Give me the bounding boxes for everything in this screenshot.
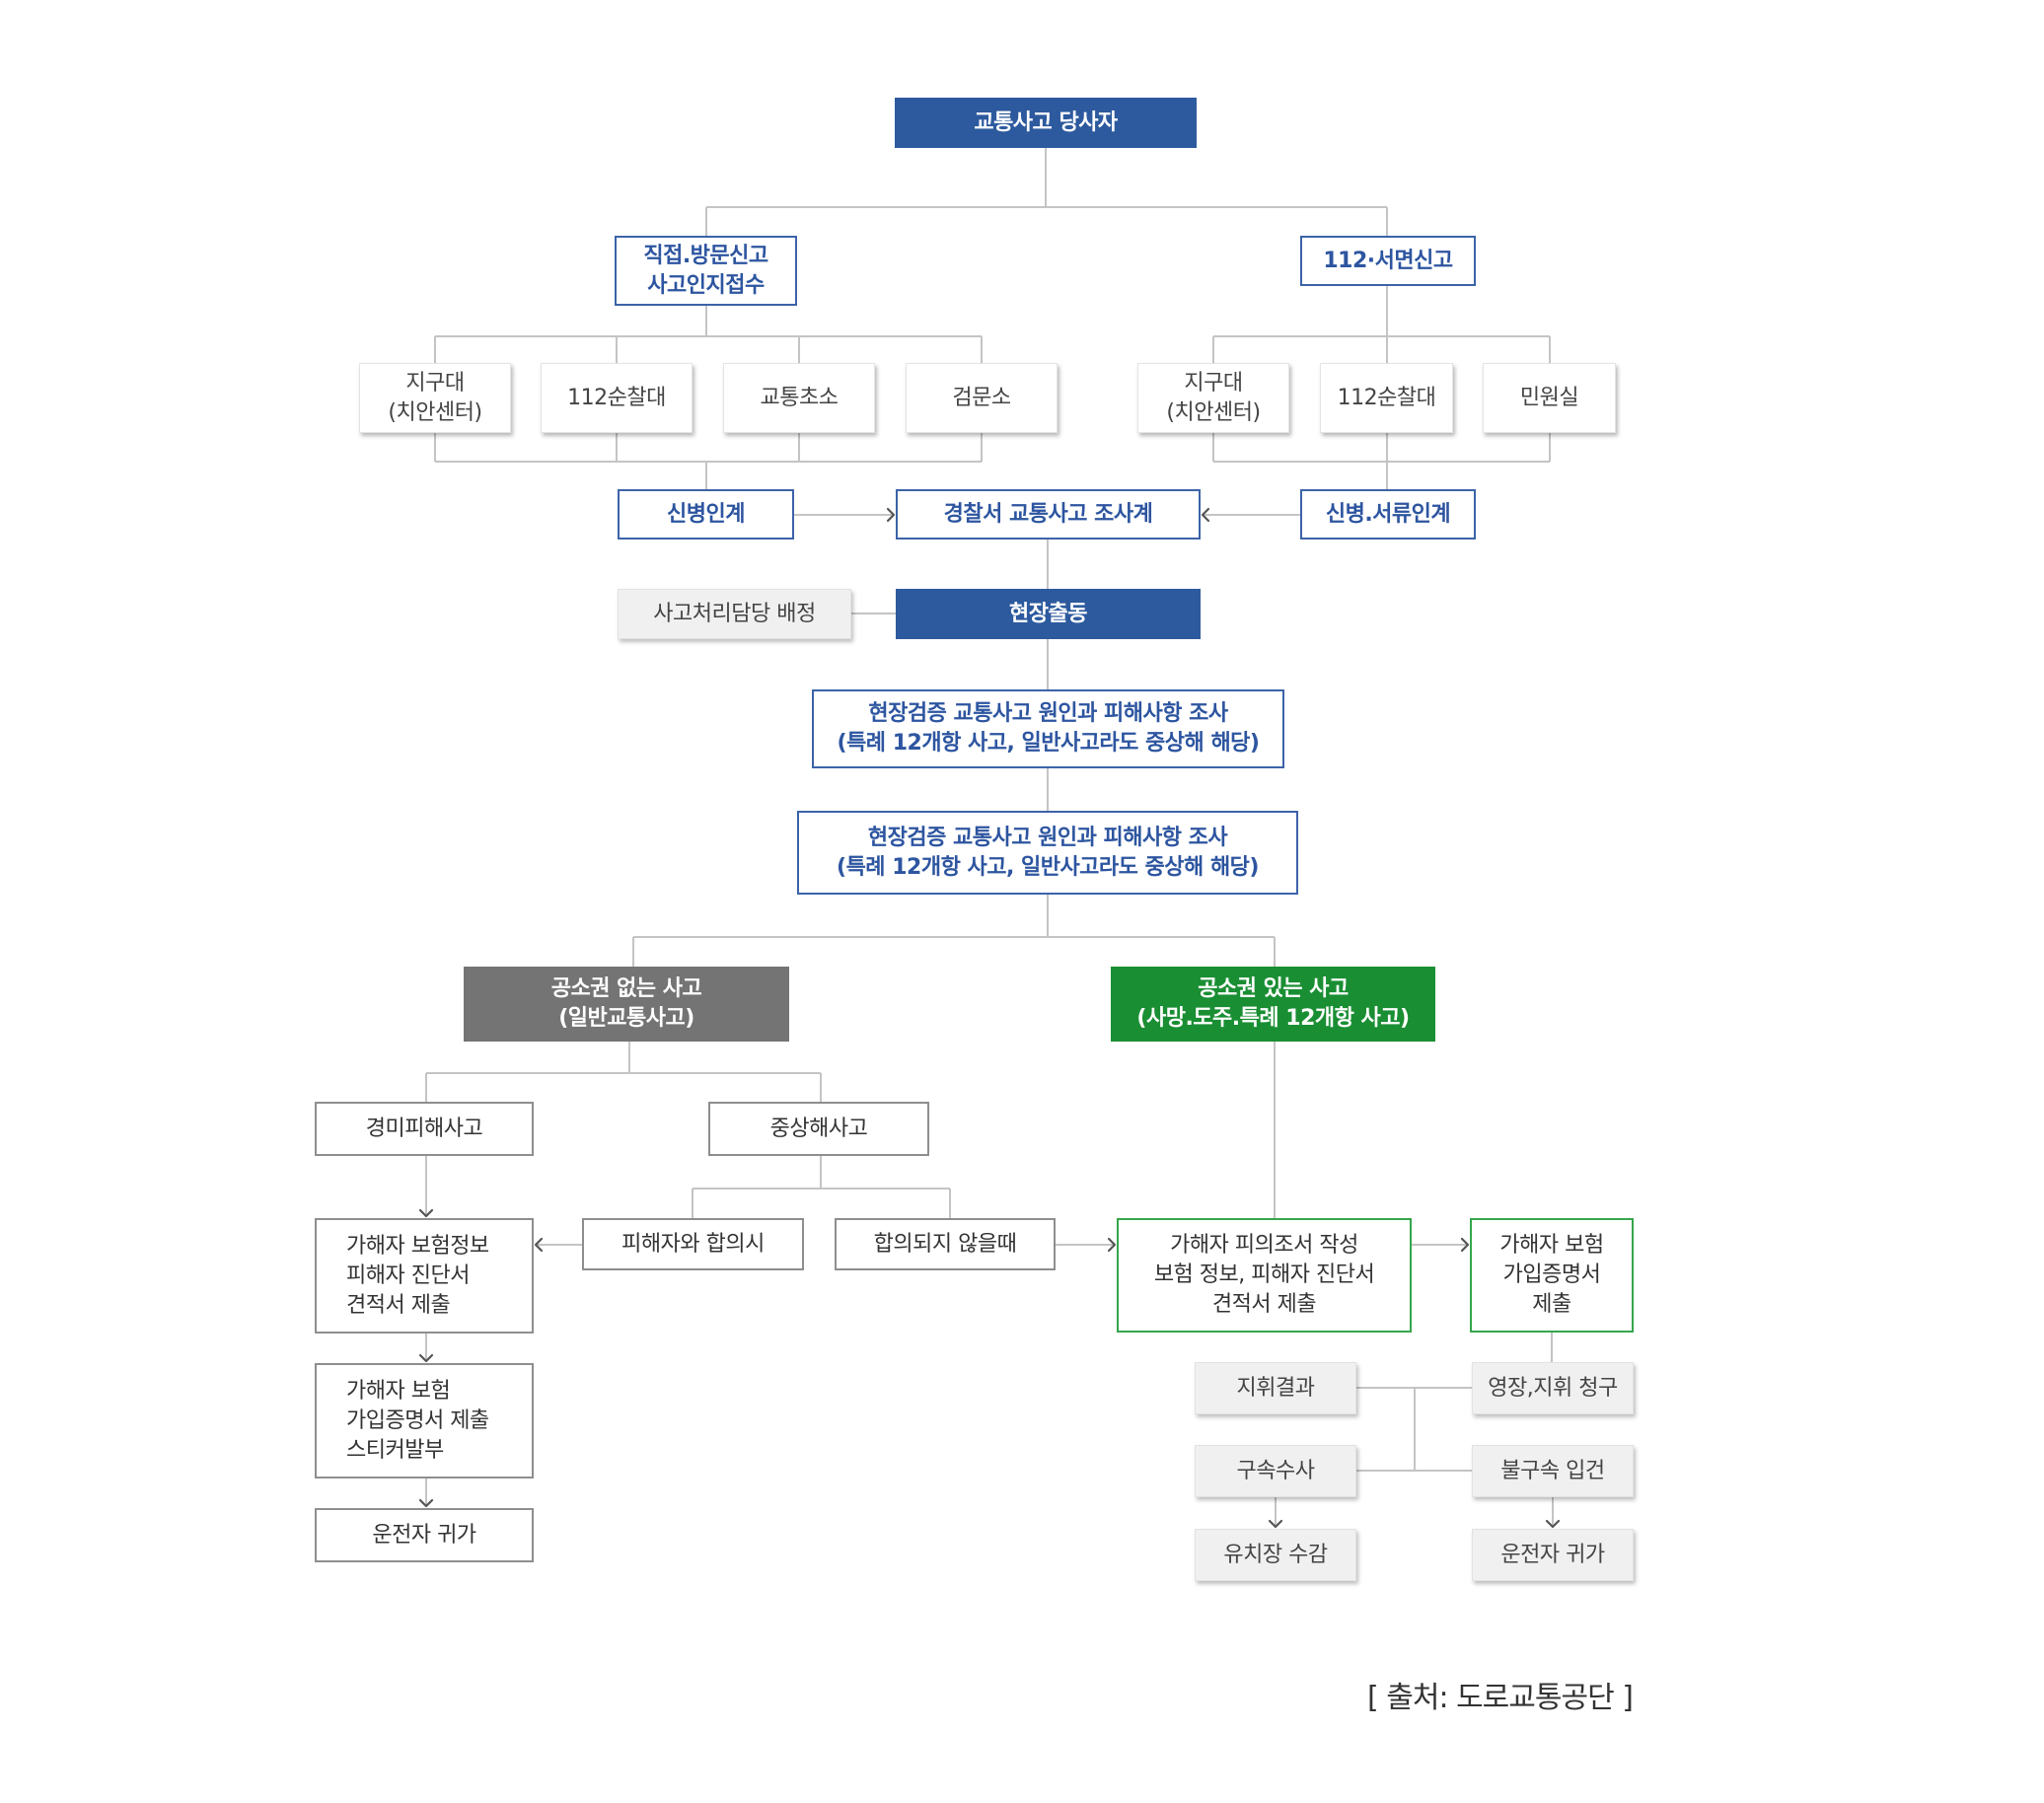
node-label: 가해자 피의조서 작성 <box>1170 1233 1358 1258</box>
node-label: 112·서면신고 <box>1323 248 1453 273</box>
node-label: (특례 12개항 사고, 일반사고라도 중상해 해당) <box>837 854 1259 880</box>
node-label: 가입증명서 제출 <box>346 1407 489 1433</box>
node-label: 경찰서 교통사고 조사계 <box>943 501 1153 527</box>
node-label: 교통사고 당사자 <box>974 109 1118 135</box>
arrow-head-icon <box>418 1208 434 1218</box>
node-label: 구속수사 <box>1236 1458 1315 1483</box>
arrow-head-icon <box>1545 1519 1561 1529</box>
node-r-patrol: 112순찰대 <box>1320 363 1453 433</box>
arrow-head-icon <box>1460 1237 1470 1253</box>
node-label: (특례 12개항 사고, 일반사고라도 중상해 해당) <box>837 731 1260 756</box>
node-minor: 경미피해사고 <box>315 1102 534 1156</box>
node-root: 교통사고 당사자 <box>895 98 1197 148</box>
node-label: 현장출동 <box>1009 601 1087 626</box>
node-label: 현장검증 교통사고 원인과 피해사항 조사 <box>867 825 1228 850</box>
node-label: 경미피해사고 <box>365 1116 483 1141</box>
arrow-head-icon <box>1201 507 1210 523</box>
node-label: 운전자 귀가 <box>372 1522 476 1548</box>
node-l-jigudae: 지구대 (치안센터) <box>359 363 511 433</box>
node-label: 유치장 수감 <box>1223 1542 1328 1567</box>
node-label: 신병인계 <box>667 501 745 527</box>
node-label: 현장검증 교통사고 원인과 피해사항 조사 <box>868 701 1228 726</box>
node-serious: 중상해사고 <box>708 1102 929 1156</box>
arrow-head-icon <box>1268 1519 1283 1529</box>
node-label: 합의되지 않을때 <box>873 1231 1017 1257</box>
node-driver-home-left: 운전자 귀가 <box>315 1508 534 1562</box>
node-detention: 유치장 수감 <box>1195 1529 1356 1581</box>
node-l-patrol: 112순찰대 <box>541 363 693 433</box>
node-label: (사망.도주.특례 12개항 사고) <box>1136 1006 1410 1031</box>
node-label: 스티커발부 <box>346 1437 444 1463</box>
node-label: 민원실 <box>1519 385 1579 410</box>
node-label: (치안센터) <box>388 399 482 425</box>
node-label: 불구속 입건 <box>1500 1458 1605 1483</box>
node-no-arrest: 불구속 입건 <box>1472 1445 1634 1497</box>
node-label: 공소권 없는 사고 <box>550 976 702 1001</box>
node-r-civil: 민원실 <box>1483 363 1616 433</box>
node-inspect2: 현장검증 교통사고 원인과 피해사항 조사 (특례 12개항 사고, 일반사고라도… <box>797 811 1298 895</box>
node-label: 피해자 진단서 <box>346 1262 470 1288</box>
node-label: 112순찰대 <box>1337 385 1436 410</box>
node-agree: 피해자와 합의시 <box>582 1218 804 1270</box>
node-label: 영장,지휘 청구 <box>1488 1375 1618 1401</box>
node-label: 직접.방문신고 <box>643 243 768 268</box>
source-caption: [ 출처: 도로교통공단 ] <box>1367 1681 1634 1715</box>
arrow-head-icon <box>418 1498 434 1508</box>
node-label: 보험 정보, 피해자 진단서 <box>1153 1262 1375 1287</box>
node-label: 지구대 <box>405 370 465 396</box>
arrow-head-icon <box>886 507 896 523</box>
node-label: 지휘결과 <box>1236 1375 1315 1401</box>
node-dispatch: 현장출동 <box>896 589 1201 639</box>
node-prosecution: 공소권 있는 사고 (사망.도주.특례 12개항 사고) <box>1111 967 1435 1042</box>
node-label: 가해자 보험 <box>346 1378 451 1404</box>
node-assign: 사고처리담당 배정 <box>618 589 851 639</box>
node-command-result: 지휘결과 <box>1195 1362 1356 1414</box>
node-l-traffic: 교통초소 <box>723 363 875 433</box>
node-label: 교통초소 <box>760 385 839 410</box>
node-phone-report: 112·서면신고 <box>1300 236 1476 286</box>
arrow-head-icon <box>418 1353 434 1363</box>
node-label: 가해자 보험 <box>1499 1233 1604 1258</box>
node-transfer-docs: 신병.서류인계 <box>1300 489 1476 540</box>
node-label: 사고처리담당 배정 <box>653 601 816 626</box>
node-label: 지구대 <box>1184 370 1243 396</box>
node-label: (치안센터) <box>1166 399 1261 425</box>
node-inspect1: 현장검증 교통사고 원인과 피해사항 조사 (특례 12개항 사고, 일반사고라도… <box>812 689 1284 768</box>
node-label: 사고인지접수 <box>647 272 765 298</box>
node-driver-home-right: 운전자 귀가 <box>1472 1529 1634 1581</box>
node-transfer-person: 신병인계 <box>618 489 794 540</box>
arrow-head-icon <box>534 1237 544 1253</box>
node-label: 제출 <box>1532 1292 1571 1317</box>
node-no-prosecution: 공소권 없는 사고 (일반교통사고) <box>464 967 789 1042</box>
node-r-jigudae: 지구대 (치안센터) <box>1137 363 1289 433</box>
node-label: 견적서 제출 <box>1211 1292 1317 1317</box>
node-label: 공소권 있는 사고 <box>1198 976 1349 1001</box>
node-l-checkpoint: 검문소 <box>906 363 1058 433</box>
node-label: (일반교통사고) <box>558 1006 694 1031</box>
node-label: 중상해사고 <box>769 1116 868 1141</box>
arrow-head-icon <box>1107 1237 1117 1253</box>
node-label: 검문소 <box>952 385 1011 410</box>
node-warrant: 영장,지휘 청구 <box>1472 1362 1634 1414</box>
node-police-dept: 경찰서 교통사고 조사계 <box>896 489 1201 540</box>
node-label: 운전자 귀가 <box>1500 1542 1605 1567</box>
node-label: 가입증명서 <box>1502 1262 1601 1287</box>
node-not-agree: 합의되지 않을때 <box>835 1218 1056 1270</box>
node-arrest: 구속수사 <box>1195 1445 1356 1497</box>
node-label: 112순찰대 <box>567 385 666 410</box>
node-label: 피해자와 합의시 <box>621 1231 765 1257</box>
node-label: 가해자 보험정보 <box>346 1233 489 1259</box>
node-label: 신병.서류인계 <box>1325 501 1451 527</box>
node-label: 견적서 제출 <box>346 1292 451 1318</box>
